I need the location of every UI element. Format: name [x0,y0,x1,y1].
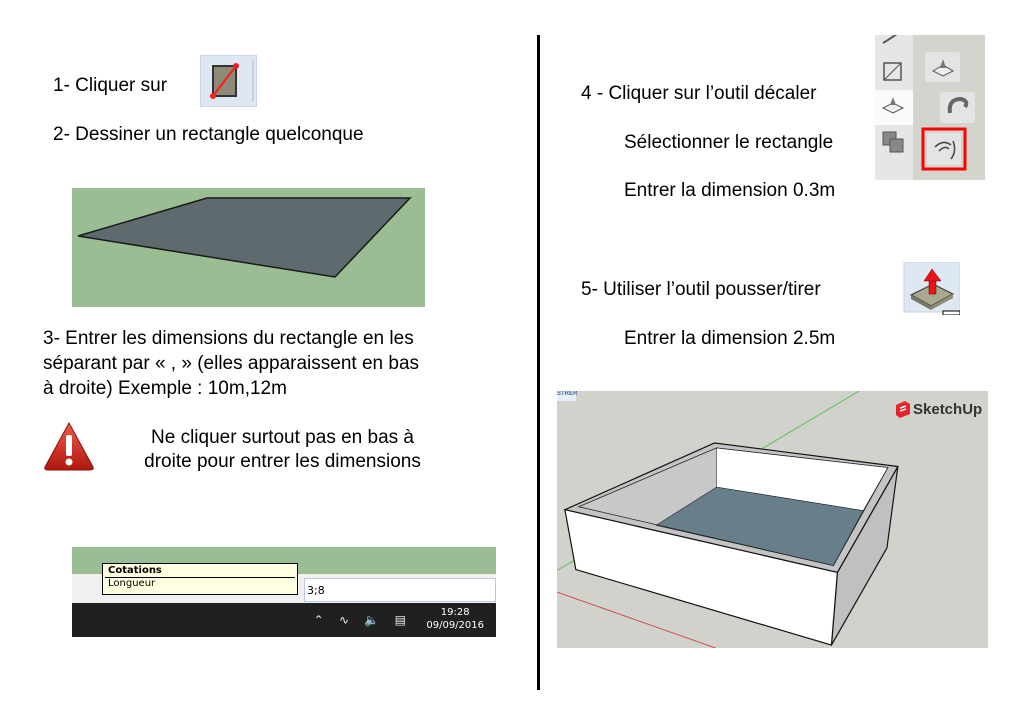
step-1-text: 1- Cliquer sur [53,75,168,96]
step-3-text: 3- Entrer les dimensions du rectangle en… [43,326,419,401]
offset-tool-icon [882,131,904,153]
step-4-dimension-text: Entrer la dimension 0.3m [624,180,836,201]
push-pull-tool-icon [901,262,960,315]
clock-date: 09/09/2016 [426,620,484,631]
step-3-line: à droite) Exemple : 10m,12m [43,378,287,399]
tooltip-title: Cotations [105,564,295,578]
offset-tool-highlight [921,127,967,171]
inner-left-wall [578,447,717,526]
rectangle-tool-icon [883,62,902,81]
step-3-line: 3- Entrer les dimensions du rectangle en… [43,328,414,349]
corner-tab: STRER [557,391,577,401]
step-4-select-text: Sélectionner le rectangle [624,132,834,153]
warning-text: Ne cliquer surtout pas en bas à droite p… [110,426,455,474]
clock-time: 19:28 [440,607,470,618]
warning-line: Ne cliquer surtout pas en bas à [151,427,414,448]
step-5-dimension-text: Entrer la dimension 2.5m [624,328,836,349]
step-3-line: séparant par « , » (elles apparaissent e… [43,353,420,374]
measurements-input[interactable]: 3;8 [304,578,496,602]
taskbar-clock[interactable]: 19:28 09/09/2016 [426,606,484,632]
toolbar-offset-image [875,35,985,180]
flyout-follow-me-button [940,92,975,123]
warning-icon [44,421,94,471]
step-5-text: 5- Utiliser l’outil pousser/tirer [581,279,821,300]
status-bar-screenshot: Cotations Longueur 3;8 ⌃ ∿ 🔈 ▤ 19:28 09/… [72,547,496,637]
rectangle-drawing-image [72,188,425,307]
sketchup-logo-icon [896,401,910,418]
warning-line: droite pour entrer les dimensions [144,451,421,472]
step-2-text: 2- Dessiner un rectangle quelconque [53,124,364,145]
front-wall [564,508,839,646]
red-axis [557,591,716,648]
dimensions-tooltip: Cotations Longueur [102,563,298,595]
arc-tool-icon [882,35,898,44]
rectangle-tool-icon [200,55,257,107]
sketchup-result-image: STRER SketchUp [557,391,988,648]
sketchup-logo-text: SketchUp [913,401,983,418]
taskbar: ⌃ ∿ 🔈 ▤ 19:28 09/09/2016 [72,603,496,637]
column-divider [537,35,540,690]
system-tray-icons: ⌃ ∿ 🔈 ▤ [313,613,412,627]
tooltip-label: Longueur [108,578,156,589]
sketchup-logo: SketchUp [895,401,982,418]
push-pull-tool-icon [881,97,905,114]
step-4-text: 4 - Cliquer sur l’outil décaler [581,83,817,104]
